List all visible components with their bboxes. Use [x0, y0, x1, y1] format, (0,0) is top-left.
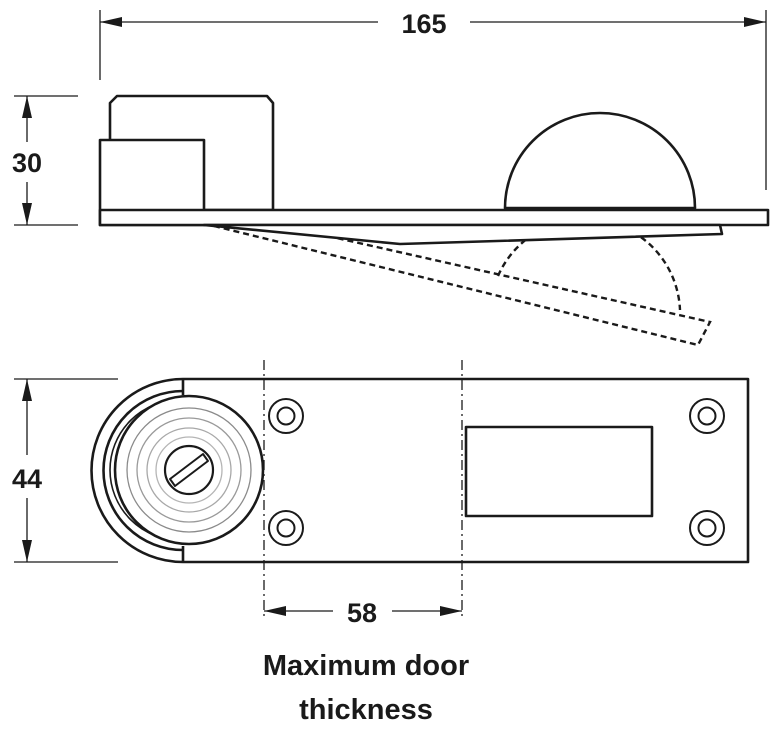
- screw-hole-bottom-left: [268, 510, 304, 546]
- arrow-head-bottom: [22, 540, 32, 562]
- plan-view: 44: [12, 360, 750, 628]
- screw-slot: [169, 453, 209, 487]
- pivot-ring-4: [155, 436, 223, 504]
- height-dimension: 30: [12, 95, 78, 226]
- pivoted-plate-outline: [213, 212, 712, 347]
- arrow-head-right: [440, 606, 462, 616]
- arrow-head-right: [744, 17, 766, 27]
- roller-dome: [503, 111, 697, 210]
- door-thickness-dimension: 58: [264, 598, 462, 628]
- pivot-disc-rings: [126, 407, 252, 533]
- pivot-ring-2: [136, 417, 242, 523]
- overall-length-dimension: 165: [99, 9, 767, 190]
- tapered-underside: [202, 223, 724, 246]
- arrow-head-left: [100, 17, 122, 27]
- screw-hole-bottom-right: [689, 510, 725, 546]
- pivot-ring-3: [146, 427, 232, 513]
- caption-line-2: thickness: [299, 694, 433, 726]
- side-view: 30: [12, 94, 770, 347]
- overall-length-label: 165: [401, 9, 446, 39]
- arrow-head-top: [22, 379, 32, 401]
- roller-slot: [464, 425, 654, 518]
- slotted-screw-icon: [163, 444, 215, 496]
- base-plate: [98, 208, 770, 227]
- pivot-ring-1: [126, 407, 252, 533]
- width-label: 44: [12, 464, 42, 494]
- arrow-head-bottom: [22, 203, 32, 225]
- arrow-head-top: [22, 96, 32, 118]
- screw-hole-top-right: [689, 398, 725, 434]
- height-label: 30: [12, 148, 42, 178]
- arrow-head-left: [264, 606, 286, 616]
- screw-hole-top-left: [268, 398, 304, 434]
- door-thickness-label: 58: [347, 598, 377, 628]
- width-dimension: 44: [12, 378, 118, 563]
- caption-line-1: Maximum door: [262, 650, 470, 682]
- pivot-recess-rim: [102, 389, 184, 552]
